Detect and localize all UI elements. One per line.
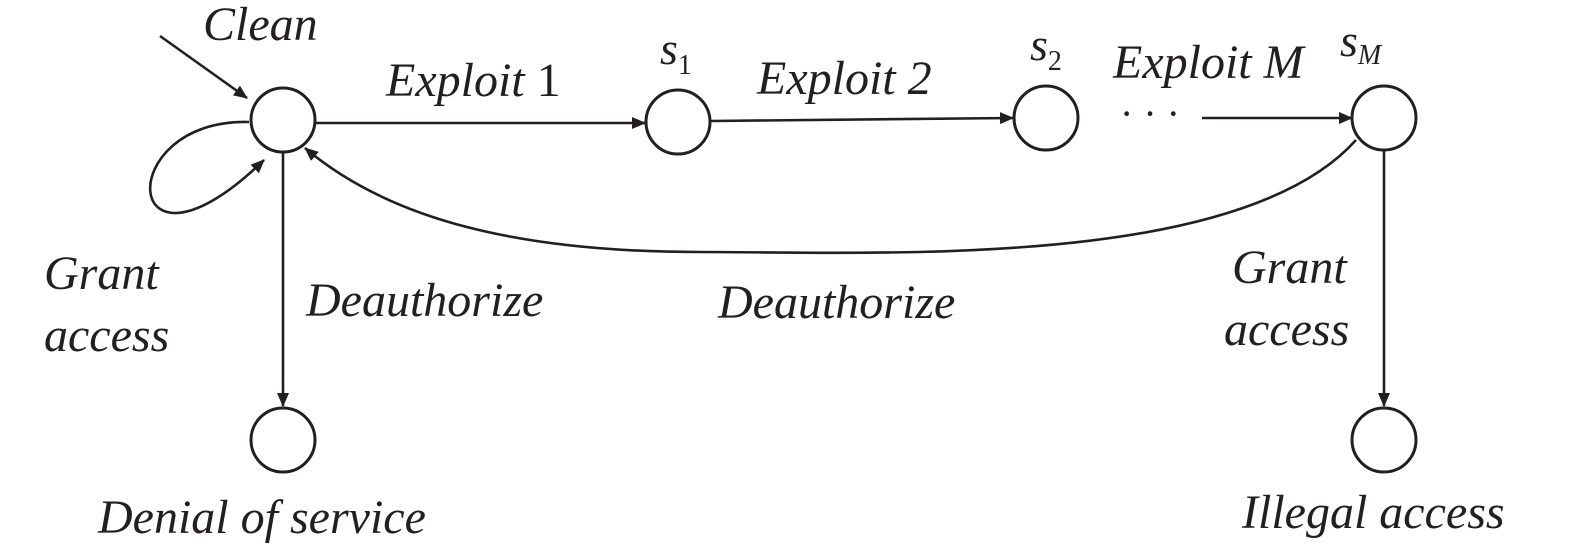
label-exploit-m: Exploit M [1112, 36, 1307, 89]
ellipsis: · · · [1120, 91, 1180, 136]
label-deauthorize-back: Deauthorize [717, 276, 955, 329]
node-sm [1350, 84, 1418, 152]
node-s1 [644, 88, 712, 156]
label-grant-right-2: access [1224, 303, 1349, 356]
label-exploit-2: Exploit 2 [756, 52, 932, 105]
label-deauthorize-down: Deauthorize [305, 274, 543, 327]
node-denial [249, 406, 317, 474]
label-grant-left-1: Grant [44, 247, 160, 300]
start-arrow [159, 34, 248, 100]
label-denial-of-service: Denial of service [97, 491, 426, 544]
node-clean [249, 86, 317, 154]
label-grant-left-2: access [44, 309, 169, 362]
edge-deauthorize-back [304, 139, 1357, 255]
label-grant-right-1: Grant [1232, 241, 1348, 294]
label-sm: sM [1340, 15, 1383, 71]
label-illegal-access: Illegal access [1241, 486, 1505, 539]
node-s2 [1012, 84, 1080, 152]
label-s1: s1 [660, 23, 692, 81]
self-loop-grant-access [148, 120, 265, 215]
label-s2: s2 [1030, 19, 1062, 77]
node-illegal [1350, 406, 1418, 474]
edge-exploit-2 [710, 112, 1014, 125]
label-clean: Clean [203, 0, 318, 51]
